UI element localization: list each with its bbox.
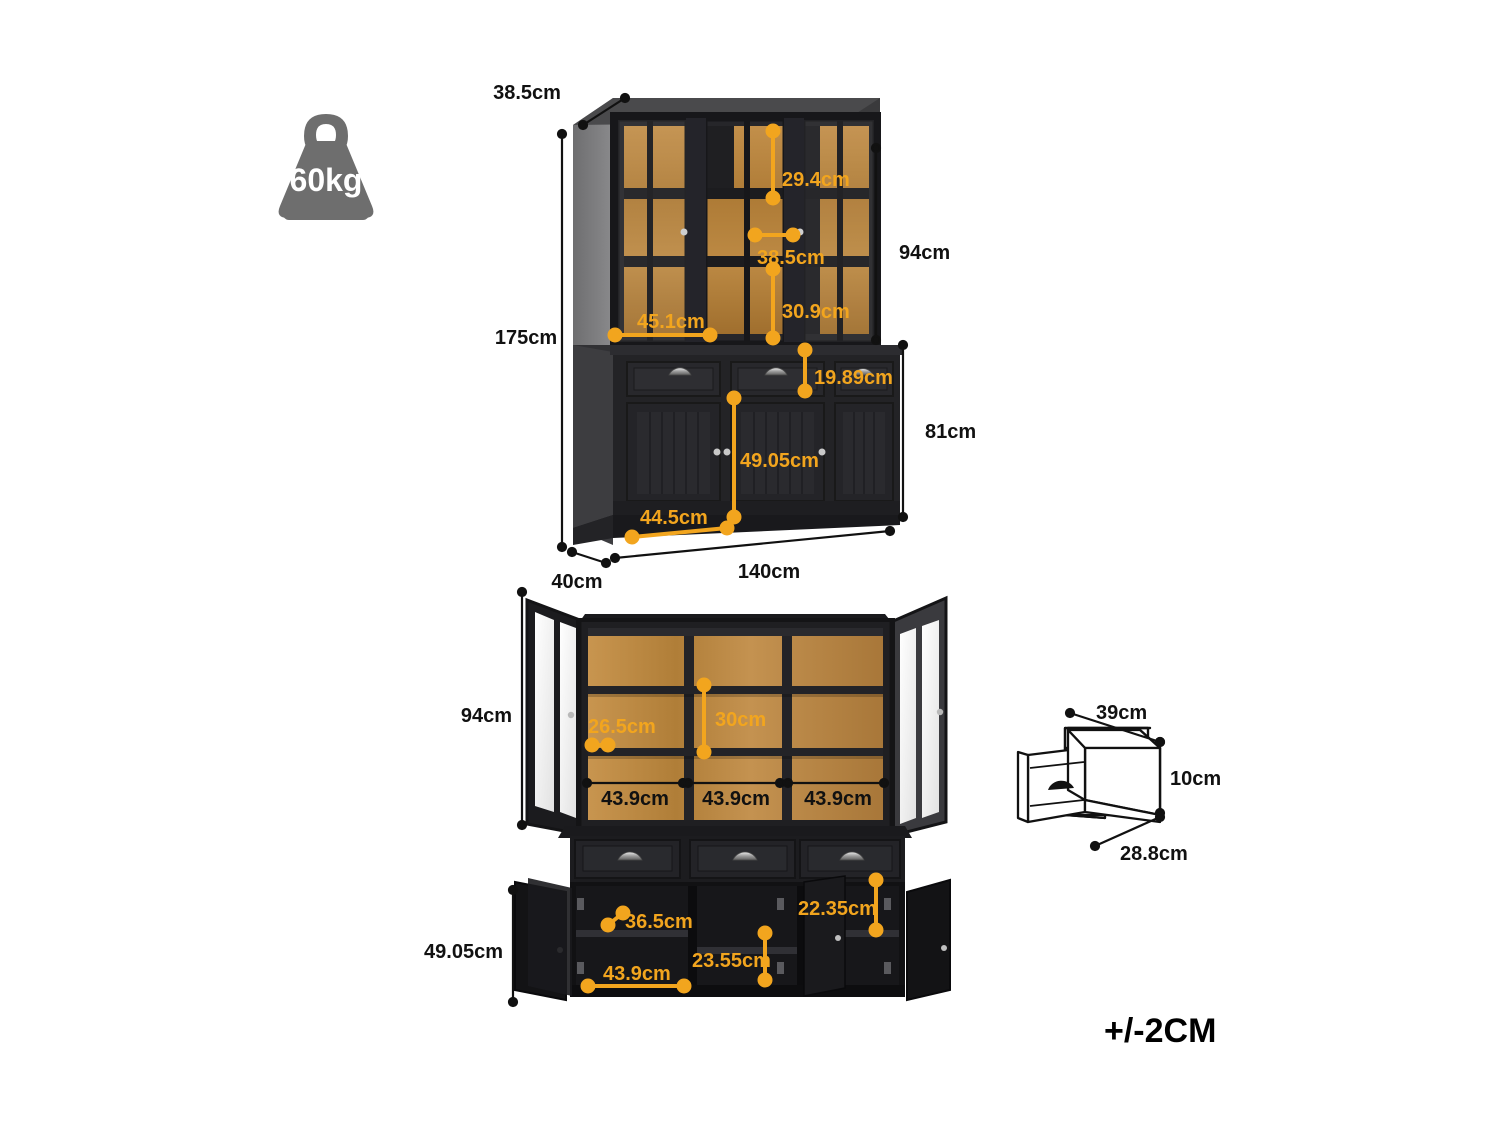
dim-base-open-height: 49.05cm xyxy=(424,941,503,963)
dim-hutch-lower-shelf: 30.9cm xyxy=(782,301,850,323)
base-door-knob-left xyxy=(713,448,721,456)
base-open-door-far-right xyxy=(906,878,951,1002)
dim-drawer-width: 39cm xyxy=(1096,702,1147,724)
hutch-door-knob-left xyxy=(680,228,688,236)
dim-base-lower-gap: 23.55cm xyxy=(692,950,771,972)
base-open-door-right-inner xyxy=(803,875,846,997)
drawer-cup-handle-right xyxy=(852,368,874,376)
dim-total-height: 175cm xyxy=(495,327,557,349)
hutch-glass-door-left xyxy=(612,114,692,348)
dim-hutch-height: 94cm xyxy=(899,242,950,264)
open-base-drawer-right xyxy=(799,839,901,879)
base-door-right xyxy=(834,402,894,502)
open-base-drawer-center xyxy=(689,839,796,879)
base-drawer-left xyxy=(626,361,721,397)
open-base-drawer-left xyxy=(574,839,681,879)
dim-shelf-gap-height: 30cm xyxy=(715,709,766,731)
dim-shelf-width-center: 43.9cm xyxy=(702,788,770,810)
base-door-left xyxy=(626,402,721,502)
dim-total-width: 140cm xyxy=(738,561,800,583)
weight-label: 60kg xyxy=(290,162,363,198)
base-door-knob-right xyxy=(818,448,826,456)
dim-door-width: 44.5cm xyxy=(640,507,708,529)
drawer-cup-handle-center xyxy=(764,367,788,376)
dim-drawer-box-height: 10cm xyxy=(1170,768,1221,790)
dim-depth-top: 38.5cm xyxy=(493,82,561,104)
dim-base-height: 81cm xyxy=(925,421,976,443)
base-open-door-left-inner xyxy=(528,878,572,996)
dim-hutch-open-height: 94cm xyxy=(461,705,512,727)
drawer-cup-handle xyxy=(1048,780,1074,790)
dim-door-height: 49.05cm xyxy=(740,450,819,472)
dim-hutch-top-shelf: 29.4cm xyxy=(782,169,850,191)
base-door-center xyxy=(730,402,825,502)
hutch-open-door-left xyxy=(525,597,582,836)
base-door-knob-center xyxy=(723,448,731,456)
dim-shelf-width-left: 43.9cm xyxy=(601,788,669,810)
hutch-open-door-right xyxy=(889,595,948,838)
dim-shelf-width-right: 43.9cm xyxy=(804,788,872,810)
weight-icon xyxy=(278,114,374,220)
dim-base-shelf-depth: 36.5cm xyxy=(625,911,693,933)
dim-shelf-depth: 26.5cm xyxy=(588,716,656,738)
dim-drawer-depth: 28.8cm xyxy=(1120,843,1188,865)
tolerance-label: +/-2CM xyxy=(1104,1012,1216,1050)
dim-base-upper-gap: 22.35cm xyxy=(798,898,877,920)
base-drawer-right xyxy=(834,361,894,397)
dim-drawer-height: 19.89cm xyxy=(814,367,893,389)
dim-base-shelf-width: 43.9cm xyxy=(603,963,671,985)
dim-hutch-mid-shelf: 38.5cm xyxy=(757,247,825,269)
dim-base-depth: 40cm xyxy=(551,571,602,593)
drawer-cup-handle-left xyxy=(668,367,692,376)
dim-hutch-bottom-width: 45.1cm xyxy=(637,311,705,333)
